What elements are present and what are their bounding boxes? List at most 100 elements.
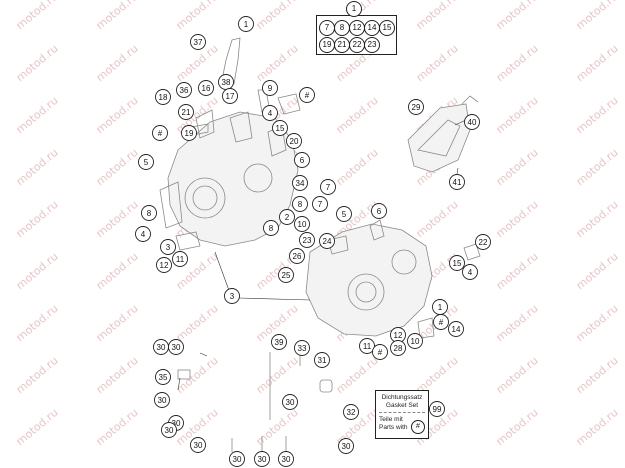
callout-2-circle [279, 209, 295, 225]
watermark-text: motod.ru [14, 354, 61, 396]
callout-30-d-label: 30 [286, 398, 295, 407]
watermark-layer: motod.ru motod.ru motod.ru motod.ru motod.ru… [14, 0, 621, 448]
callout-4-b: 4 [135, 226, 151, 242]
callout-11-b-circle [359, 338, 375, 354]
callout-99-label: 99 [433, 405, 442, 414]
callout-3-b-label: 3 [230, 292, 235, 301]
callout-hash-a-label: # [305, 91, 310, 100]
callout-9: 9 [262, 80, 278, 96]
hardware-drawing [177, 350, 333, 452]
callout-30-j-label: 30 [282, 455, 291, 464]
callout-9-circle [262, 80, 278, 96]
callout-37-circle [190, 34, 206, 50]
callout-7-b-circle [312, 196, 328, 212]
callout-15-a-circle [272, 120, 288, 136]
callout-20: 20 [286, 133, 302, 149]
watermark-text: motod.ru [14, 94, 61, 136]
callout-30-a: 30 [153, 339, 169, 355]
callout-8-c: 8 [263, 220, 279, 236]
watermark-text: motod.ru [14, 0, 61, 32]
watermark-text: motod.ru [94, 354, 141, 396]
legend-item: 23 [364, 37, 380, 53]
callout-19: 19 [181, 125, 197, 141]
callout-17-circle [222, 88, 238, 104]
watermark-text: motod.ru [574, 354, 621, 396]
callout-30-f-label: 30 [165, 426, 174, 435]
callout-11-a: 11 [172, 251, 188, 267]
watermark-text: motod.ru [574, 198, 621, 240]
right-crankcase-drawing [305, 219, 481, 339]
callout-38: 38 [218, 74, 234, 90]
callout-15-b: 15 [449, 255, 465, 271]
callout-7-b-label: 7 [318, 200, 323, 209]
callout-6-a: 6 [294, 152, 310, 168]
gasket-kit-box: Dichtungssatz Gasket Set Teile mit Parts… [375, 390, 429, 439]
callout-4-c-label: 4 [468, 268, 473, 277]
callout-29: 29 [408, 99, 424, 115]
callout-32-label: 32 [347, 408, 356, 417]
watermark-text: motod.ru [494, 198, 541, 240]
callout-8-a-circle [292, 196, 308, 212]
callout-24: 24 [319, 233, 335, 249]
legend-box: 7 8 12 14 15 19 21 22 23 [316, 15, 397, 55]
watermark-text: motod.ru [14, 42, 61, 84]
watermark-text: motod.ru [14, 302, 61, 344]
callout-38-label: 38 [222, 78, 231, 87]
callout-99: 99 [429, 401, 445, 417]
callout-11-b: 11 [359, 338, 375, 354]
callout-7-a-label: 7 [326, 183, 331, 192]
callout-41: 41 [449, 174, 465, 190]
callout-16-circle [198, 80, 214, 96]
callout-10-a: 10 [294, 216, 310, 232]
callout-30-f: 30 [161, 422, 177, 438]
callout-4-a: 4 [262, 105, 278, 121]
cover-drawing [407, 95, 479, 173]
callout-8-c-circle [263, 220, 279, 236]
callout-26-label: 26 [293, 252, 302, 261]
kit-line-4: Parts with [379, 423, 408, 431]
callout-22: 22 [475, 234, 491, 250]
callout-30-c-label: 30 [158, 396, 167, 405]
callout-35-label: 35 [159, 373, 168, 382]
callout-18: 18 [155, 89, 171, 105]
callout-12-a-label: 12 [160, 261, 169, 270]
callout-hash-c: # [433, 314, 449, 330]
callout-3-a-circle [160, 239, 176, 255]
callout-3-a: 3 [160, 239, 176, 255]
callout-4-b-label: 4 [141, 230, 146, 239]
callout-2-label: 2 [285, 213, 290, 222]
kit-line-1: Dichtungssatz [381, 394, 423, 401]
callout-34-label: 34 [296, 179, 305, 188]
callout-29-label: 29 [412, 103, 421, 112]
watermark-text: motod.ru [14, 146, 61, 188]
watermark-text: motod.ru [94, 198, 141, 240]
callout-hash-a: # [299, 87, 315, 103]
callout-15-b-label: 15 [453, 259, 462, 268]
callout-16: 16 [198, 80, 214, 96]
watermark-text: motod.ru [494, 42, 541, 84]
callout-30-c: 30 [154, 392, 170, 408]
watermark-text: motod.ru [334, 146, 381, 188]
callout-5-b-circle [336, 206, 352, 222]
callout-hash-d-circle [372, 344, 388, 360]
callout-30-g-label: 30 [194, 441, 203, 450]
callout-33: 33 [294, 340, 310, 356]
callout-33-circle [294, 340, 310, 356]
callout-8-a-label: 8 [298, 200, 303, 209]
legend-item: 15 [379, 20, 395, 36]
callout-30-g-circle [190, 437, 206, 453]
callout-32-circle [343, 404, 359, 420]
callout-20-label: 20 [290, 137, 299, 146]
callout-41-label: 41 [453, 178, 462, 187]
watermark-text: motod.ru [94, 94, 141, 136]
legend-item: 12 [349, 20, 365, 36]
callout-34-circle [292, 175, 308, 191]
callout-31-circle [314, 352, 330, 368]
watermark-text: motod.ru [494, 250, 541, 292]
callout-11-a-label: 11 [176, 255, 185, 264]
callout-5-b: 5 [336, 206, 352, 222]
callout-6-b-label: 6 [377, 207, 382, 216]
callout-25-label: 25 [282, 271, 291, 280]
